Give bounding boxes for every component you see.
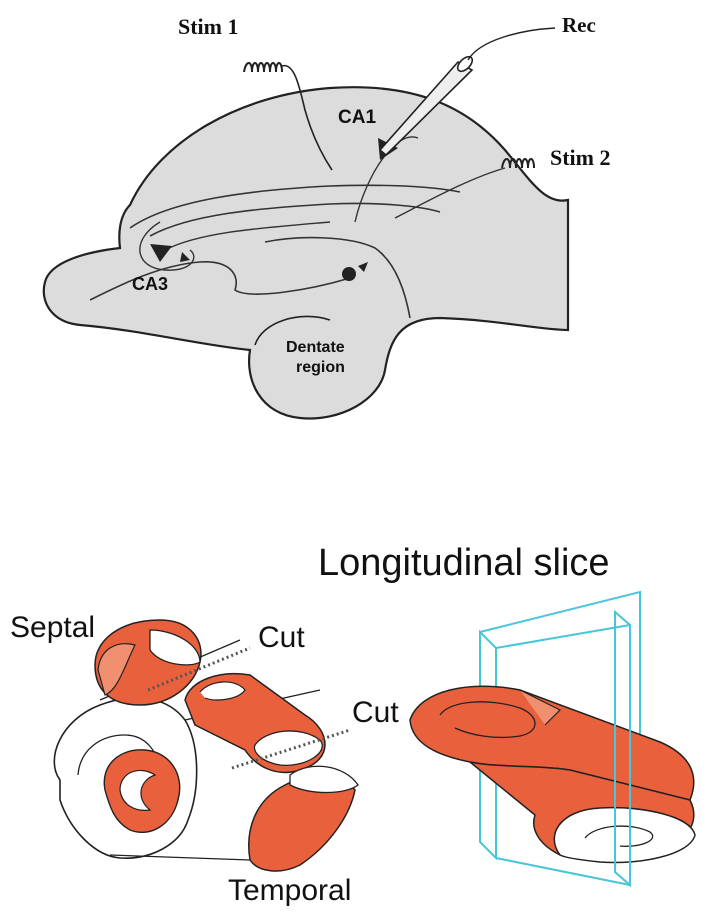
septal-label: Septal <box>10 611 95 644</box>
dentate-granule-cell <box>342 267 356 281</box>
dentate-label-line2: region <box>296 359 345 376</box>
cut-label-upper: Cut <box>258 621 305 654</box>
longitudinal-slab <box>410 592 695 885</box>
longitudinal-slice-diagram: Longitudinal slice Septal Cut Cut Tempor… <box>10 542 695 907</box>
hippocampal-slice-diagram: Stim 1 Rec Stim 2 CA1 CA3 Dentate region <box>44 13 611 418</box>
temporal-label: Temporal <box>228 874 351 907</box>
cut-label-lower: Cut <box>352 696 399 729</box>
rec-label: Rec <box>562 13 596 37</box>
longitudinal-slice-title: Longitudinal slice <box>318 542 610 584</box>
ca3-label: CA3 <box>132 274 168 294</box>
temporal-face <box>290 766 358 792</box>
ca1-label: CA1 <box>338 107 376 128</box>
cyan-plane-front-2 <box>496 625 630 648</box>
stim1-label: Stim 1 <box>178 14 239 39</box>
dentate-label-line1: Dentate <box>286 339 345 356</box>
stim2-label: Stim 2 <box>550 145 611 170</box>
